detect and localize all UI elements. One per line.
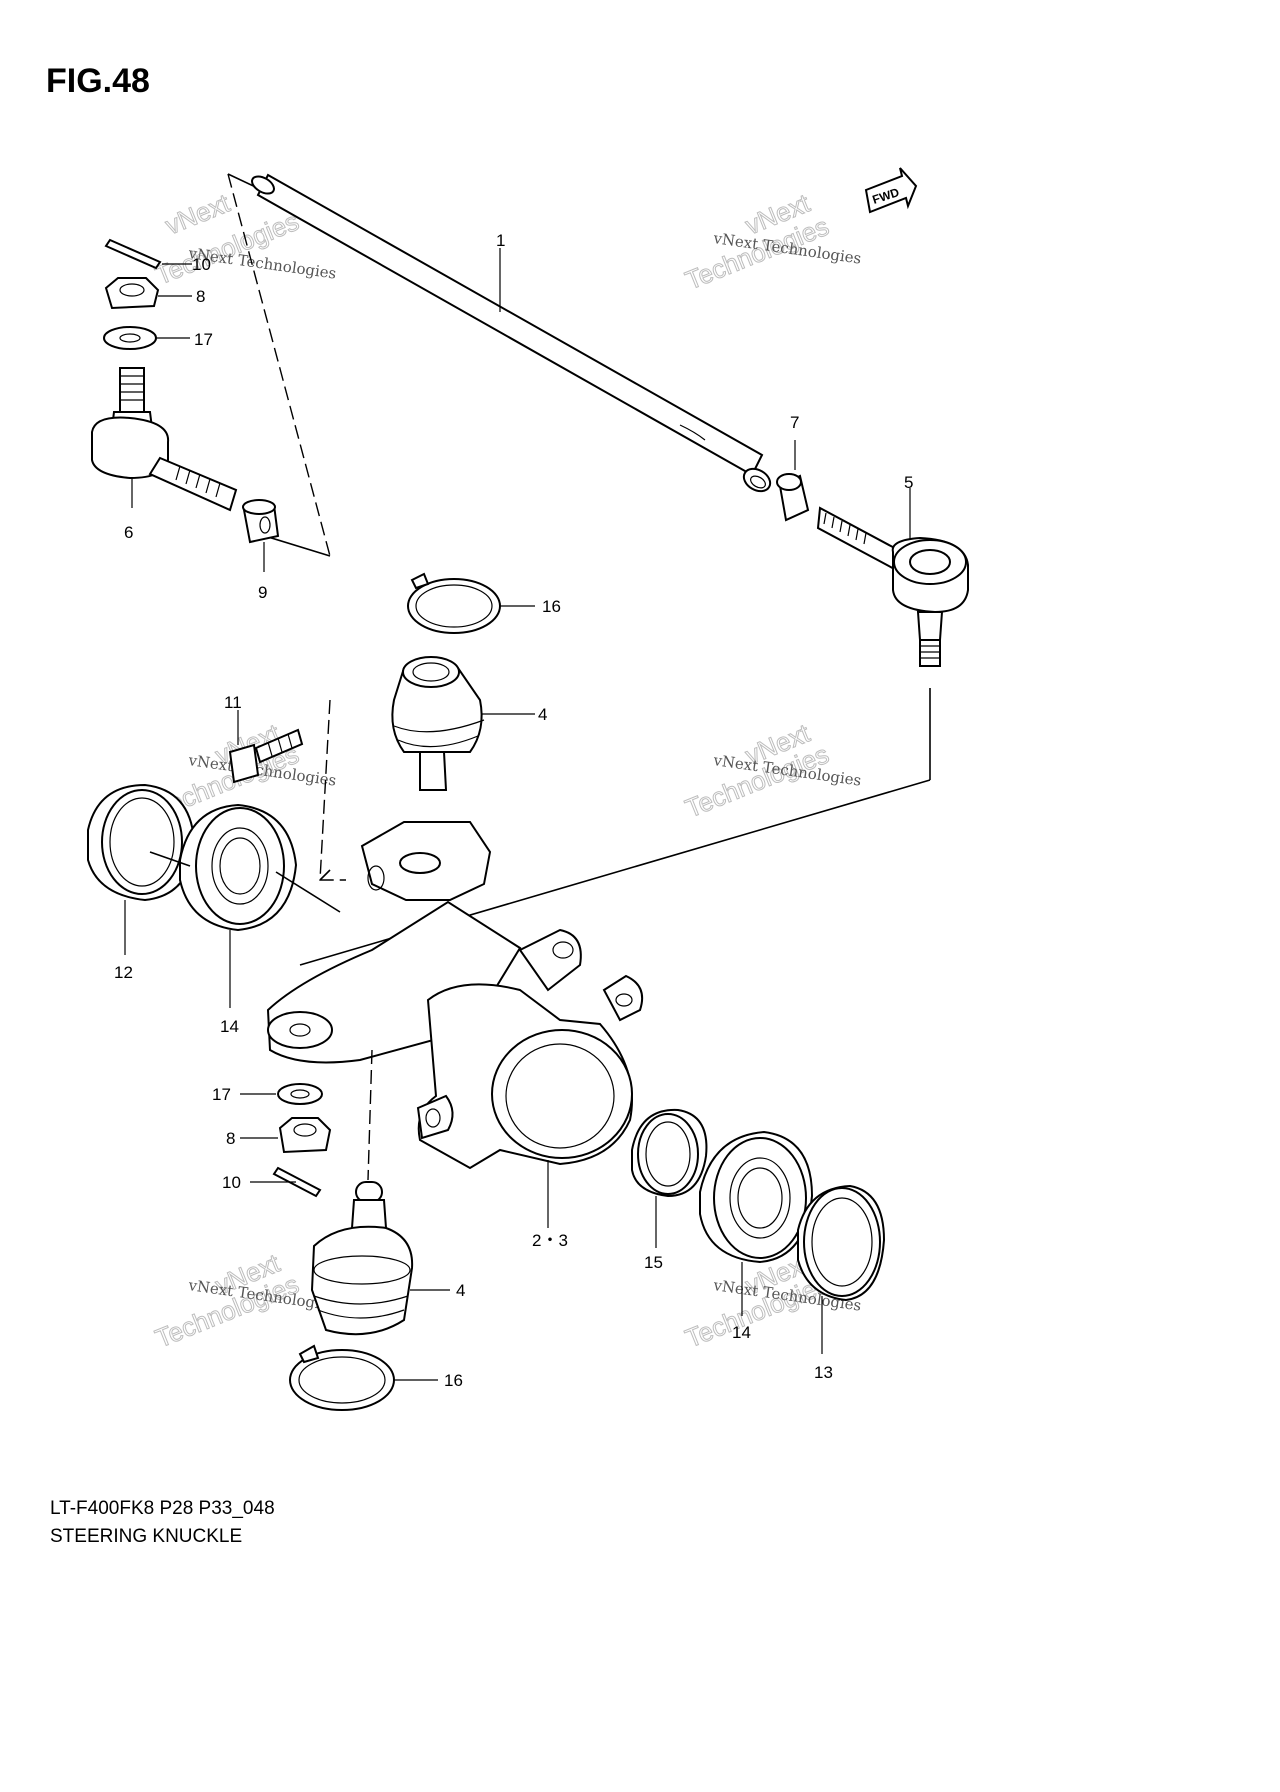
steering-knuckle (266, 821, 644, 1228)
castle-nut-8-top (104, 277, 192, 310)
callout-1: 1 (496, 231, 505, 250)
callout-15: 15 (644, 1253, 663, 1272)
fwd-arrow-icon: FWD (864, 167, 918, 214)
callout-10-bot: 10 (222, 1173, 241, 1192)
cotter-pin-10-bot (250, 1166, 322, 1198)
cotter-pin-10-top (104, 238, 192, 270)
figure-caption: STEERING KNUCKLE (50, 1526, 243, 1547)
watermark-bot-left: vNext Technologies vNext Technologies (151, 1247, 338, 1354)
callout-4-bot: 4 (456, 1281, 465, 1300)
tie-rod-end-6 (91, 367, 238, 512)
washer-17-top (103, 326, 190, 350)
circlip-16-top (407, 572, 535, 634)
oil-seal-12 (87, 783, 196, 955)
nut-9 (242, 499, 280, 572)
figure-title: FIG.48 (46, 62, 150, 100)
spacer-15 (631, 1108, 708, 1248)
figure-code: LT-F400FK8 P28 P33_048 (50, 1498, 275, 1519)
tie-rod (251, 173, 772, 493)
callout-8-top: 8 (196, 287, 205, 306)
callout-17-bot: 17 (212, 1085, 231, 1104)
circlip-16-bot (289, 1344, 438, 1411)
castle-nut-8-bot (240, 1117, 332, 1154)
callout-14-left: 14 (220, 1017, 239, 1036)
tie-rod-end-5 (299, 488, 969, 966)
callout-8-bot: 8 (226, 1129, 235, 1148)
callout-16-bot: 16 (444, 1371, 463, 1390)
bearing-14-right (699, 1130, 814, 1316)
washer-17-bot (240, 1083, 323, 1105)
bearing-14-left (179, 803, 298, 1008)
ball-joint-4-top (391, 656, 535, 791)
callout-13: 13 (814, 1363, 833, 1382)
callout-5: 5 (904, 473, 913, 492)
callout-2-3: 2・3 (532, 1231, 568, 1250)
callout-6: 6 (124, 523, 133, 542)
lock-nut-7 (776, 440, 810, 522)
bolt-11 (228, 710, 304, 784)
assembly-guide-lines (227, 173, 346, 881)
callout-11: 11 (224, 693, 242, 712)
callout-10-top: 10 (192, 255, 211, 274)
assembly-guide-lines-2 (149, 851, 341, 913)
watermark-top-right: vNext Technologies vNext Technologies (681, 187, 863, 296)
ball-joint-4-bot (310, 1049, 450, 1336)
callout-12: 12 (114, 963, 133, 982)
callout-14-right: 14 (732, 1323, 751, 1342)
callout-labels: 1 2・3 4 4 5 6 7 8 8 9 10 10 11 12 13 14 … (114, 231, 913, 1390)
callout-9: 9 (258, 583, 267, 602)
callout-16-top: 16 (542, 597, 561, 616)
oil-seal-13 (797, 1184, 886, 1354)
callout-4-top: 4 (538, 705, 547, 724)
callout-7: 7 (790, 413, 799, 432)
callout-17-top: 17 (194, 330, 213, 349)
